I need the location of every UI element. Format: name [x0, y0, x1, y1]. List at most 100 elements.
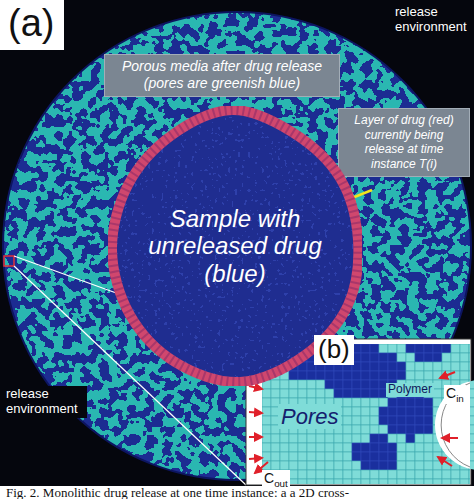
grid-cell	[379, 452, 388, 461]
grid-cell	[271, 443, 280, 452]
grid-cell	[415, 479, 424, 488]
grid-cell	[334, 380, 343, 389]
grid-cell	[415, 461, 424, 470]
grid-cell	[406, 416, 415, 425]
grid-cell	[451, 416, 460, 425]
grid-cell	[307, 434, 316, 443]
grid-cell	[424, 461, 433, 470]
grid-cell	[415, 443, 424, 452]
grid-cell	[379, 371, 388, 380]
grid-cell	[406, 407, 415, 416]
grid-cell	[361, 389, 370, 398]
grid-cell	[460, 353, 469, 362]
grid-cell	[460, 362, 469, 371]
grid-cell	[316, 434, 325, 443]
grid-cell	[298, 461, 307, 470]
grid-cell	[352, 371, 361, 380]
grid-cell	[451, 362, 460, 371]
grid-cell	[352, 425, 361, 434]
grid-cell	[370, 461, 379, 470]
grid-cell	[442, 425, 451, 434]
grid-cell	[460, 416, 469, 425]
grid-cell	[352, 416, 361, 425]
grid-cell	[370, 416, 379, 425]
grid-cell	[298, 371, 307, 380]
panel-letter: (b)	[314, 335, 354, 365]
grid-cell	[379, 479, 388, 488]
grid-cell	[460, 443, 469, 452]
grid-cell	[424, 416, 433, 425]
zoom-marker	[4, 256, 14, 266]
grid-cell	[334, 434, 343, 443]
grid-cell	[469, 380, 474, 389]
grid-cell	[262, 389, 271, 398]
callout-box: Porous media after drug release (pores a…	[104, 54, 340, 97]
grid-cell	[469, 398, 474, 407]
grid-cell	[415, 416, 424, 425]
grid-cell	[469, 371, 474, 380]
grid-cell	[271, 434, 280, 443]
grid-cell	[451, 425, 460, 434]
grid-cell	[289, 380, 298, 389]
grid-cell	[460, 425, 469, 434]
grid-cell	[397, 425, 406, 434]
grid-cell	[469, 362, 474, 371]
grid-cell	[343, 470, 352, 479]
grid-cell	[379, 398, 388, 407]
grid-cell	[307, 371, 316, 380]
grid-cell	[370, 362, 379, 371]
grid-cell	[298, 443, 307, 452]
grid-cell	[433, 389, 442, 398]
grid-cell	[352, 389, 361, 398]
grid-cell	[451, 452, 460, 461]
grid-cell	[379, 425, 388, 434]
grid-cell	[289, 452, 298, 461]
grid-cell	[316, 380, 325, 389]
grid-cell	[289, 371, 298, 380]
grid-cell	[388, 452, 397, 461]
grid-cell	[379, 407, 388, 416]
grid-cell	[388, 470, 397, 479]
grid-cell	[433, 353, 442, 362]
grid-cell	[379, 362, 388, 371]
grid-cell	[361, 443, 370, 452]
grid-cell	[397, 371, 406, 380]
grid-cell	[460, 479, 469, 488]
grid-cell	[406, 443, 415, 452]
grid-cell	[469, 461, 474, 470]
grid-cell	[397, 416, 406, 425]
flux-arrows	[249, 372, 458, 473]
grid-cell	[370, 434, 379, 443]
grid-cell	[343, 443, 352, 452]
inlet-boundary	[441, 383, 470, 467]
grid-cell	[370, 470, 379, 479]
grid-cell	[397, 362, 406, 371]
grid-cell	[469, 407, 474, 416]
grid-cell	[262, 407, 271, 416]
grid-cell	[397, 353, 406, 362]
grid-cell	[397, 344, 406, 353]
panel-letter: (a)	[0, 0, 64, 50]
grid-cell	[307, 380, 316, 389]
grid-cell	[406, 344, 415, 353]
grid-cell	[343, 371, 352, 380]
grid-cell	[361, 434, 370, 443]
grid-cell	[460, 371, 469, 380]
grid-cell	[271, 380, 280, 389]
grid-cell	[397, 461, 406, 470]
grid-cell	[460, 344, 469, 353]
grid-cell	[361, 398, 370, 407]
grid-cell	[433, 434, 442, 443]
grid-cell	[298, 389, 307, 398]
callout-box: Layer of drug (red) currently being rele…	[338, 108, 470, 177]
grid-cell	[397, 398, 406, 407]
grid-cell	[361, 470, 370, 479]
grid-cell	[325, 389, 334, 398]
grid-cell	[361, 362, 370, 371]
grid-cell	[433, 461, 442, 470]
grid-cell	[433, 443, 442, 452]
grid-cell	[442, 416, 451, 425]
grid-cell	[352, 452, 361, 461]
grid-cell	[361, 452, 370, 461]
grid-cell	[361, 461, 370, 470]
